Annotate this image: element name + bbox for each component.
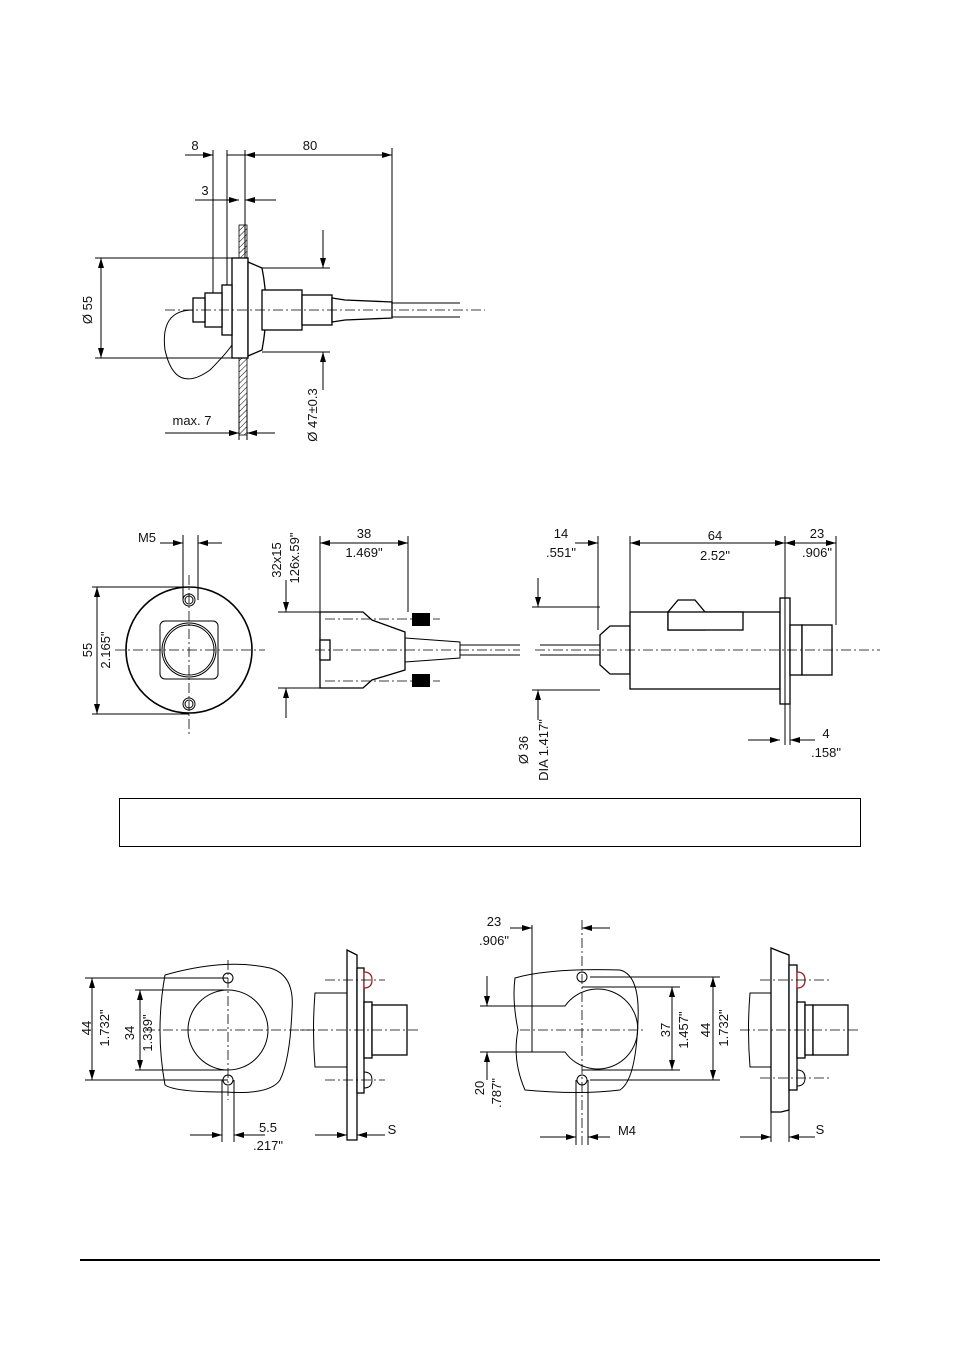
middle-plug-side-view <box>278 536 520 718</box>
bottom-right-side-view <box>740 947 860 1142</box>
dim-dia36: Ø 36 <box>516 736 531 764</box>
dim-34: 34 <box>122 1026 137 1040</box>
dim-38-in: 1.469" <box>345 545 383 560</box>
dim-4: 4 <box>822 726 829 741</box>
dim-5-5: 5.5 <box>259 1120 277 1135</box>
dim-23-in-right: .906" <box>479 933 509 948</box>
bottom-left-side-view <box>300 948 420 1141</box>
dim-37: 37 <box>658 1023 673 1037</box>
dim-3: 3 <box>201 183 208 198</box>
empty-note-box <box>119 798 861 847</box>
dim-m4: M4 <box>618 1123 636 1138</box>
dim-20: 20 <box>472 1081 487 1095</box>
dim-dia55: Ø 55 <box>80 296 95 324</box>
dim-64: 64 <box>708 528 722 543</box>
bottom-left-cutout-view <box>85 960 315 1142</box>
dim-44-right: 44 <box>698 1023 713 1037</box>
middle-socket-side-view <box>532 536 880 745</box>
dim-44-in-left: 1.732" <box>97 1009 112 1047</box>
middle-front-view <box>92 535 265 735</box>
dim-80: 80 <box>303 138 317 153</box>
dim-23-right: 23 <box>487 914 501 929</box>
dim-s-left: S <box>388 1122 397 1137</box>
dim-4-in: .158" <box>811 745 841 760</box>
dim-s-right: S <box>816 1122 825 1137</box>
footer-divider <box>80 1259 880 1261</box>
dim-34-in: 1.339" <box>140 1014 155 1052</box>
dim-max7: max. 7 <box>172 413 211 428</box>
dim-44-in-right: 1.732" <box>716 1009 731 1047</box>
dim-dia36-in: DIA 1.417" <box>536 719 551 781</box>
dim-23-in: .906" <box>802 545 832 560</box>
dim-5-5-in: .217" <box>253 1138 283 1153</box>
dim-37-in: 1.457" <box>676 1011 691 1049</box>
dim-38: 38 <box>357 526 371 541</box>
dim-23: 23 <box>810 526 824 541</box>
top-side-view <box>95 148 485 440</box>
dim-44-left: 44 <box>79 1021 94 1035</box>
dim-64-in: 2.52" <box>700 548 730 563</box>
dim-55-in: 2.165" <box>98 631 113 669</box>
dim-55: 55 <box>80 643 95 657</box>
bottom-right-cutout-view <box>480 920 720 1145</box>
dim-dia47: Ø 47±0.3 <box>305 388 320 441</box>
dim-m5: M5 <box>138 530 156 545</box>
dim-32x15: 32x15 <box>269 542 284 577</box>
dim-14: 14 <box>554 526 568 541</box>
dim-20-in: .787" <box>489 1078 504 1108</box>
dim-8: 8 <box>191 138 198 153</box>
dim-14-in: .551" <box>546 545 576 560</box>
dim-32x15-in: 126x.59" <box>287 532 302 583</box>
